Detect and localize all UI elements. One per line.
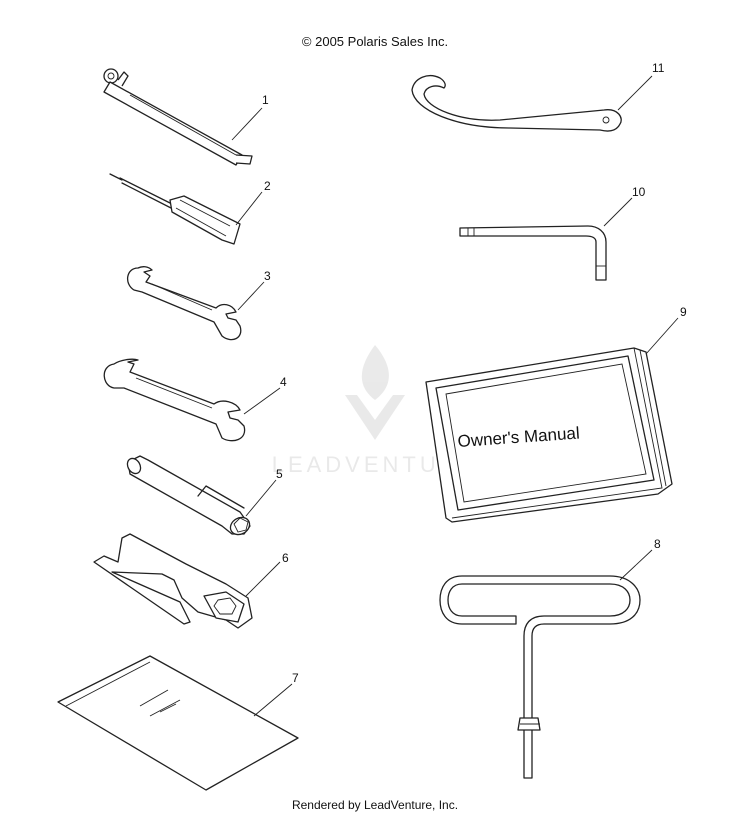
part-11-spanner[interactable] [411,75,622,132]
part-5-socket-wrench[interactable] [125,455,253,538]
callout-9: 9 [680,305,687,319]
part-7-bag[interactable] [57,655,299,791]
part-9-owners-manual[interactable]: Owner's Manual [425,347,673,523]
footer-text: Rendered by LeadVenture, Inc. [291,798,459,812]
callout-3: 3 [264,269,271,283]
part-2-screwdriver[interactable] [109,173,241,245]
leader-3 [237,281,265,311]
part-6-tool[interactable] [93,533,253,629]
part-10-hex-key[interactable] [459,225,607,281]
callout-4: 4 [280,375,287,389]
leader-7 [253,683,293,717]
leader-1 [231,107,263,141]
callout-10: 10 [632,185,646,199]
callout-2: 2 [264,179,271,193]
copyright-text: © 2005 Polaris Sales Inc. [301,34,449,49]
callout-7: 7 [292,671,299,685]
callout-11: 11 [652,61,665,75]
leader-11 [617,75,653,111]
callout-5: 5 [276,467,283,481]
callout-8: 8 [654,537,661,551]
leader-9 [645,317,679,355]
leader-5 [245,479,277,517]
leader-6 [245,561,281,597]
callout-6: 6 [282,551,289,565]
part-4-wrench-large[interactable] [103,358,246,442]
leader-10 [603,197,633,227]
leader-4 [243,387,281,415]
part-8-t-handle[interactable] [439,575,641,779]
part-1-gauge[interactable] [103,68,253,166]
callout-1: 1 [262,93,269,107]
part-3-wrench-small[interactable] [127,266,242,341]
leader-2 [235,191,263,226]
leader-8 [619,549,653,581]
